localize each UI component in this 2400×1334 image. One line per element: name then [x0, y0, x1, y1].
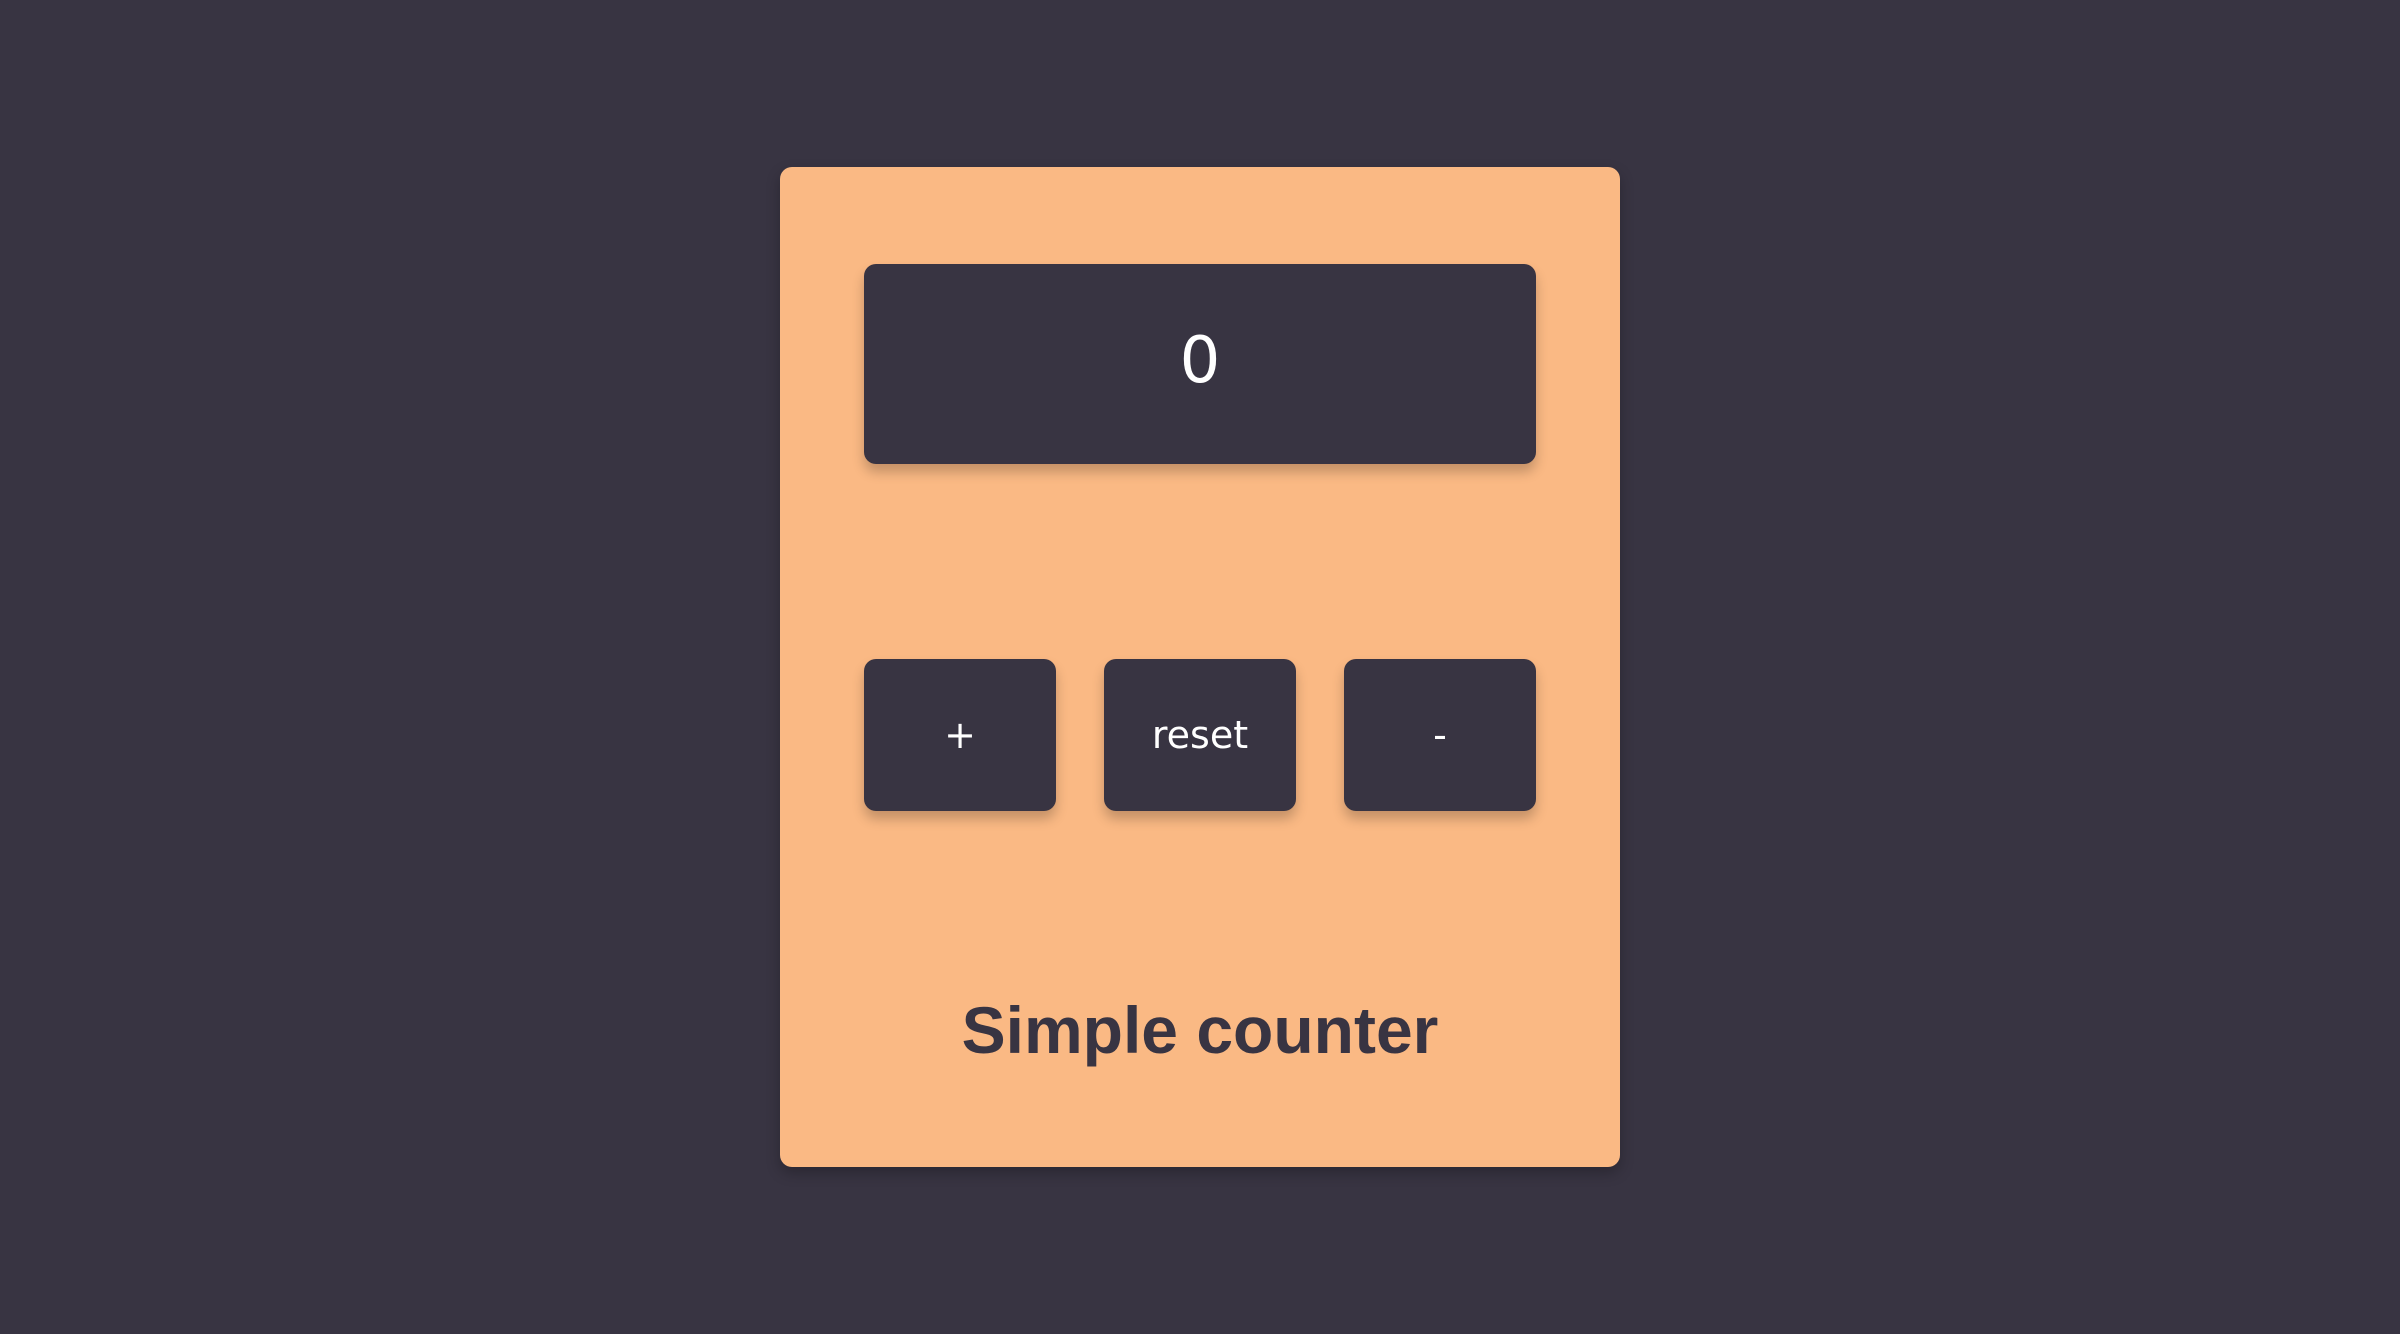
- counter-value: 0: [1179, 324, 1221, 398]
- increment-button[interactable]: +: [864, 659, 1056, 811]
- decrement-button[interactable]: -: [1344, 659, 1536, 811]
- counter-display: 0: [864, 264, 1536, 464]
- reset-button[interactable]: reset: [1104, 659, 1296, 811]
- counter-title: Simple counter: [961, 993, 1439, 1067]
- counter-card: 0 + reset - Simple counter: [780, 167, 1620, 1167]
